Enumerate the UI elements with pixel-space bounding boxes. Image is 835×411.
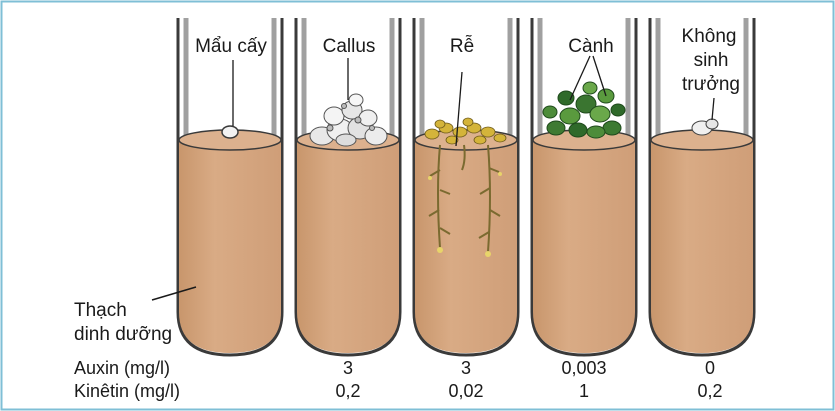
tube-callus: [296, 18, 400, 355]
tube-root: [414, 18, 518, 355]
label-no-growth-line2: sinh: [694, 50, 729, 71]
auxin-value-shoot: 0,003: [561, 358, 606, 378]
shoot-cluster: [543, 82, 625, 138]
callus-mass: [310, 94, 387, 146]
kinetin-value-shoot: 1: [579, 381, 589, 401]
kinetin-value-root: 0,02: [448, 381, 483, 401]
medium: [179, 140, 281, 353]
tube-explant: [178, 18, 282, 355]
label-shoot: Cành: [568, 36, 613, 57]
kinetin-value-callus: 0,2: [335, 381, 360, 401]
label-medium-line1: Thạch: [74, 300, 127, 321]
tube-shoot: [532, 18, 636, 355]
auxin-label: Auxin (mg/l): [74, 358, 170, 378]
auxin-value-callus: 3: [343, 358, 353, 378]
no-growth-pointer: [712, 98, 714, 120]
label-root: Rễ: [450, 35, 474, 57]
label-no-growth-line1: Không: [682, 26, 737, 47]
label-callus: Callus: [323, 36, 376, 57]
auxin-value-no-growth: 0: [705, 358, 715, 378]
auxin-value-root: 3: [461, 358, 471, 378]
label-explant: Mẩu cấy: [195, 36, 267, 57]
label-no-growth-line3: trưởng: [682, 74, 740, 95]
label-medium-line2: dinh dưỡng: [74, 324, 172, 345]
kinetin-value-no-growth: 0,2: [697, 381, 722, 401]
kinetin-label: Kinêtin (mg/l): [74, 381, 180, 401]
explant-piece: [222, 126, 238, 138]
